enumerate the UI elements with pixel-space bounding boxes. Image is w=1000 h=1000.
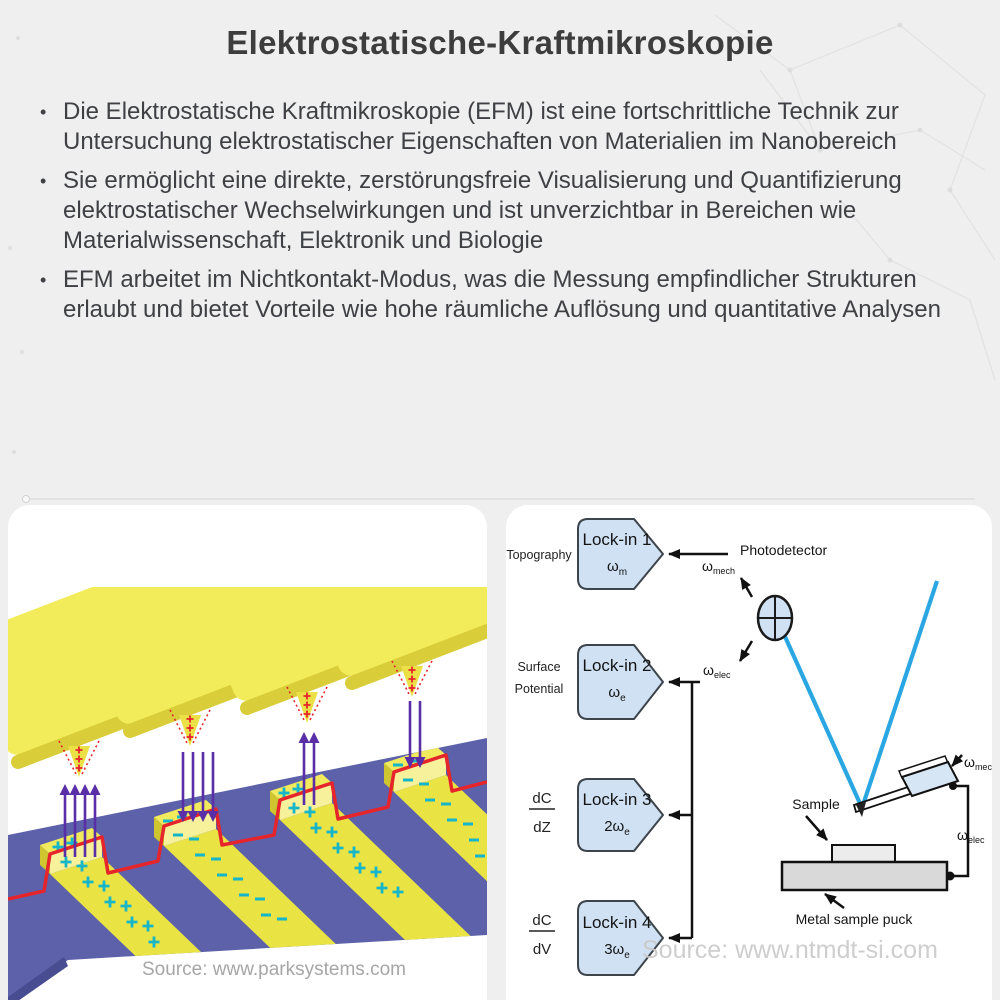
chip-mech-arrow bbox=[951, 754, 964, 767]
probe-tips bbox=[58, 660, 433, 777]
lockin-4-box bbox=[577, 900, 664, 976]
cantilever-beam-4 bbox=[323, 587, 487, 690]
lockin-1-frequency: ωm bbox=[607, 558, 627, 578]
photodetector-label: Photodetector bbox=[740, 542, 828, 558]
omega-elec-label-1: ωelec bbox=[703, 662, 731, 680]
svg-text:dC: dC bbox=[532, 912, 551, 929]
bullet-item-1: • Die Elektrostatische Kraftmikroskopie … bbox=[40, 97, 955, 157]
topography-label: Topography bbox=[506, 548, 572, 562]
probe-tip-3 bbox=[286, 686, 328, 723]
puck-label: Metal sample puck bbox=[796, 911, 914, 927]
page-title: Elektrostatische-Kraftmikroskopie bbox=[226, 24, 774, 61]
lockin-1-title: Lock-in 1 bbox=[583, 530, 652, 549]
puck-pointer-arrow bbox=[824, 892, 845, 910]
metal-puck bbox=[780, 860, 949, 892]
bullet-item-2: • Sie ermöglicht eine direkte, zerstörun… bbox=[40, 166, 955, 256]
lockin-3-box bbox=[577, 778, 664, 852]
bullet-text-2: Sie ermöglicht eine direkte, zerstörungs… bbox=[63, 167, 902, 254]
surface-potential-label-line1: Surface bbox=[517, 660, 560, 674]
sample-label: Sample bbox=[792, 796, 840, 812]
bullet-text-3: EFM arbeitet im Nichtkontakt-Modus, was … bbox=[63, 266, 941, 323]
dcdv-fraction-label: dC dV bbox=[529, 912, 555, 958]
dcdz-fraction-label: dC dZ bbox=[529, 790, 555, 836]
omega-mech-label-1: ωmech bbox=[702, 558, 735, 576]
attractive-force-arrows-1 bbox=[177, 752, 219, 822]
photodetector-elec-arrow bbox=[738, 640, 754, 662]
cantilever-beams bbox=[8, 587, 487, 769]
sample-block bbox=[831, 844, 896, 863]
lockin-boxes bbox=[577, 518, 664, 976]
lockin-box-labels: Lock-in 1 ωm Lock-in 2 ωe Lock-in 3 2ωe … bbox=[583, 530, 652, 961]
bullet-text-1: Die Elektrostatische Kraftmikroskopie (E… bbox=[63, 98, 899, 155]
bullet-list: • Die Elektrostatische Kraftmikroskopie … bbox=[40, 97, 955, 334]
lockin-2-frequency: ωe bbox=[608, 684, 626, 704]
lockin-3-frequency: 2ωe bbox=[604, 818, 630, 838]
potential-trace-line bbox=[8, 753, 487, 901]
efm-illustration-figure: Source: www.parksystems.com bbox=[8, 505, 487, 1000]
lockin-2-title: Lock-in 2 bbox=[583, 656, 652, 675]
omega-mech-label-2: ωmech bbox=[964, 754, 992, 772]
attractive-force-arrows-2 bbox=[404, 701, 426, 768]
signal-wiring bbox=[668, 549, 754, 943]
repulsive-force-arrows-1 bbox=[59, 784, 101, 857]
lockin-3-title: Lock-in 3 bbox=[583, 790, 652, 809]
omega-elec-label-2: ωelec bbox=[957, 827, 985, 845]
bullet-dot: • bbox=[40, 270, 47, 290]
surface-potential-label-line2: Potential bbox=[515, 682, 564, 696]
efm-illustration-svg: Source: www.parksystems.com bbox=[8, 587, 487, 1000]
cantilever-icon bbox=[852, 755, 960, 817]
svg-text:dZ: dZ bbox=[533, 819, 551, 836]
output-labels: Topography Surface Potential dC dZ dC dV bbox=[506, 548, 572, 958]
source-caption-left: Source: www.parksystems.com bbox=[142, 959, 406, 980]
tip-icon bbox=[856, 802, 866, 817]
lockin-4-frequency: 3ωe bbox=[604, 941, 630, 961]
efm-schematic-figure: Lock-in 1 ωm Lock-in 2 ωe Lock-in 3 2ωe … bbox=[506, 505, 992, 1000]
bullet-item-3: • EFM arbeitet im Nichtkontakt-Modus, wa… bbox=[40, 265, 955, 325]
svg-text:dV: dV bbox=[533, 941, 551, 958]
lockin-4-title: Lock-in 4 bbox=[583, 913, 652, 932]
probe-tip-2 bbox=[169, 709, 211, 746]
photodetector-mech-arrow bbox=[739, 577, 754, 598]
svg-text:dC: dC bbox=[532, 790, 551, 807]
probe-tip-1 bbox=[58, 740, 100, 777]
probe-tip-4 bbox=[391, 660, 433, 697]
frequency-labels: ωmech ωelec ωmech ωelec bbox=[702, 558, 992, 845]
source-caption-right: Source: www.ntmdt-si.com bbox=[642, 936, 938, 964]
efm-schematic-svg: Lock-in 1 ωm Lock-in 2 ωe Lock-in 3 2ωe … bbox=[506, 518, 992, 976]
section-divider bbox=[22, 495, 975, 503]
bullet-dot: • bbox=[40, 171, 47, 191]
substrate-edge-shadow bbox=[8, 957, 68, 1000]
lockin-1-box bbox=[577, 518, 664, 590]
lockin-2-box bbox=[577, 644, 664, 720]
bullet-dot: • bbox=[40, 102, 47, 122]
repulsive-force-arrows-2 bbox=[298, 732, 320, 805]
force-arrows bbox=[59, 701, 426, 857]
sample-pointer-arrow bbox=[805, 815, 828, 841]
photodetector-icon bbox=[756, 594, 794, 642]
